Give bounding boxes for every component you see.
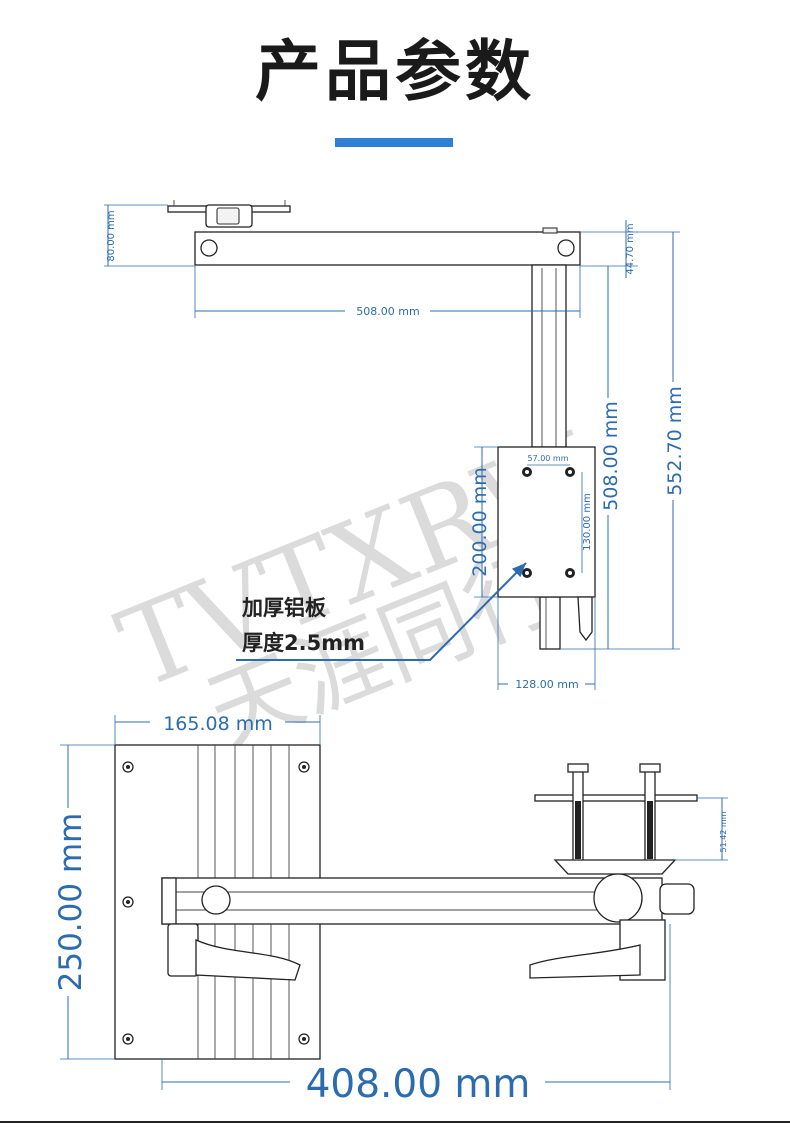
dim-508-v: 508.00 mm: [600, 401, 622, 511]
dim-44-70: 44.70 mm: [625, 223, 636, 274]
dim-57: 57.00 mm: [527, 454, 568, 463]
page-title: 产品参数: [255, 33, 535, 110]
dim-200: 200.00 mm: [469, 467, 491, 577]
top-dimensions: 80.00 mm 44.70 mm 508.00 mm 508.00 mm 55…: [104, 204, 686, 691]
dim-250: 250.00 mm: [53, 813, 89, 992]
side-dimensions: 165.08 mm 250.00 mm 408.00 mm 51.42 mm: [53, 713, 728, 1107]
side-view: 165.08 mm 250.00 mm 408.00 mm 51.42 mm: [53, 713, 728, 1107]
dim-408: 408.00 mm: [306, 1062, 531, 1107]
dim-51-42: 51.42 mm: [719, 811, 728, 852]
dim-165-08: 165.08 mm: [163, 713, 273, 735]
thickness-note: 加厚铝板 厚度2.5mm: [236, 562, 527, 661]
dim-128: 128.00 mm: [515, 678, 578, 691]
title-accent-bar: [335, 138, 453, 147]
horizontal-arm: [194, 227, 581, 266]
dim-508-h: 508.00 mm: [356, 305, 419, 318]
note-line-2: 厚度2.5mm: [242, 631, 365, 655]
dim-130: 130.00 mm: [582, 493, 593, 551]
dim-80: 80.00 mm: [106, 210, 117, 261]
clamp-plate: [167, 200, 291, 228]
side-arm: [161, 877, 663, 981]
dim-552-70: 552.70 mm: [664, 386, 686, 496]
note-arrow: [236, 562, 527, 661]
top-view: 80.00 mm 44.70 mm 508.00 mm 508.00 mm 55…: [104, 200, 686, 691]
pole-clamp: [529, 763, 698, 981]
vertical-post: [531, 264, 567, 650]
note-line-1: 加厚铝板: [241, 596, 327, 620]
